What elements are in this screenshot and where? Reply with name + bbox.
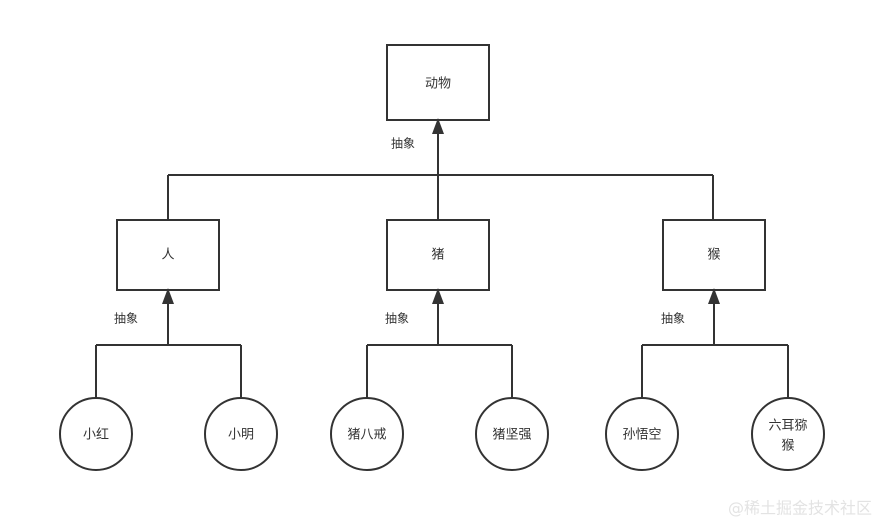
edge-person-bus: 抽象 <box>95 288 242 399</box>
node-person-label: 人 <box>161 248 174 263</box>
node-zhujianqiang-circle[interactable] <box>475 397 549 471</box>
node-zhubajie-label: 猪八戒 <box>347 428 386 443</box>
edge-label-monkey: 抽象 <box>661 312 685 326</box>
edge-monkey-bus: 抽象 <box>641 288 789 399</box>
node-xiaoming-label: 小明 <box>228 428 254 443</box>
arrow-head-person <box>162 288 174 304</box>
node-monkey-label: 猴 <box>707 248 720 263</box>
node-animal-label: 动物 <box>425 77 451 92</box>
node-pig[interactable]: 猪 <box>386 219 490 291</box>
edge-pig-bus: 抽象 <box>366 288 513 399</box>
edge-label-root: 抽象 <box>391 137 415 151</box>
node-pig-box[interactable] <box>386 219 490 291</box>
node-xiaohong-label: 小红 <box>83 427 109 443</box>
edge-label-person: 抽象 <box>114 312 138 326</box>
node-liuermihou-label-line2: 猴 <box>781 439 794 454</box>
node-person-box[interactable] <box>116 219 220 291</box>
node-xiaohong[interactable]: 小红 <box>59 397 133 471</box>
node-xiaoming-circle[interactable] <box>204 397 278 471</box>
node-zhujianqiang-label: 猪坚强 <box>492 428 531 443</box>
watermark: @稀土掘金技术社区 <box>728 499 872 518</box>
node-animal[interactable]: 动物 <box>386 44 490 121</box>
node-sunwukong[interactable]: 孙悟空 <box>605 397 679 471</box>
arrow-head-monkey <box>708 288 720 304</box>
arrow-head-pig <box>432 288 444 304</box>
node-zhubajie[interactable]: 猪八戒 <box>330 397 404 471</box>
edge-label-pig: 抽象 <box>385 312 409 326</box>
node-xiaohong-circle[interactable] <box>59 397 133 471</box>
node-liuermihou[interactable]: 六耳猕 猴 <box>751 397 825 471</box>
node-liuermihou-label-line1: 六耳猕 <box>768 419 807 434</box>
node-xiaoming[interactable]: 小明 <box>204 397 278 471</box>
node-sunwukong-circle[interactable] <box>605 397 679 471</box>
node-animal-box[interactable] <box>386 44 490 121</box>
node-zhubajie-circle[interactable] <box>330 397 404 471</box>
node-pig-label: 猪 <box>431 248 444 263</box>
edge-root-bus: 抽象 <box>167 118 714 220</box>
node-sunwukong-label: 孙悟空 <box>622 428 661 443</box>
node-liuermihou-circle[interactable] <box>751 397 825 471</box>
arrow-head-root <box>432 118 444 134</box>
node-monkey[interactable]: 猴 <box>662 219 766 291</box>
node-person[interactable]: 人 <box>116 219 220 291</box>
node-zhujianqiang[interactable]: 猪坚强 <box>475 397 549 471</box>
